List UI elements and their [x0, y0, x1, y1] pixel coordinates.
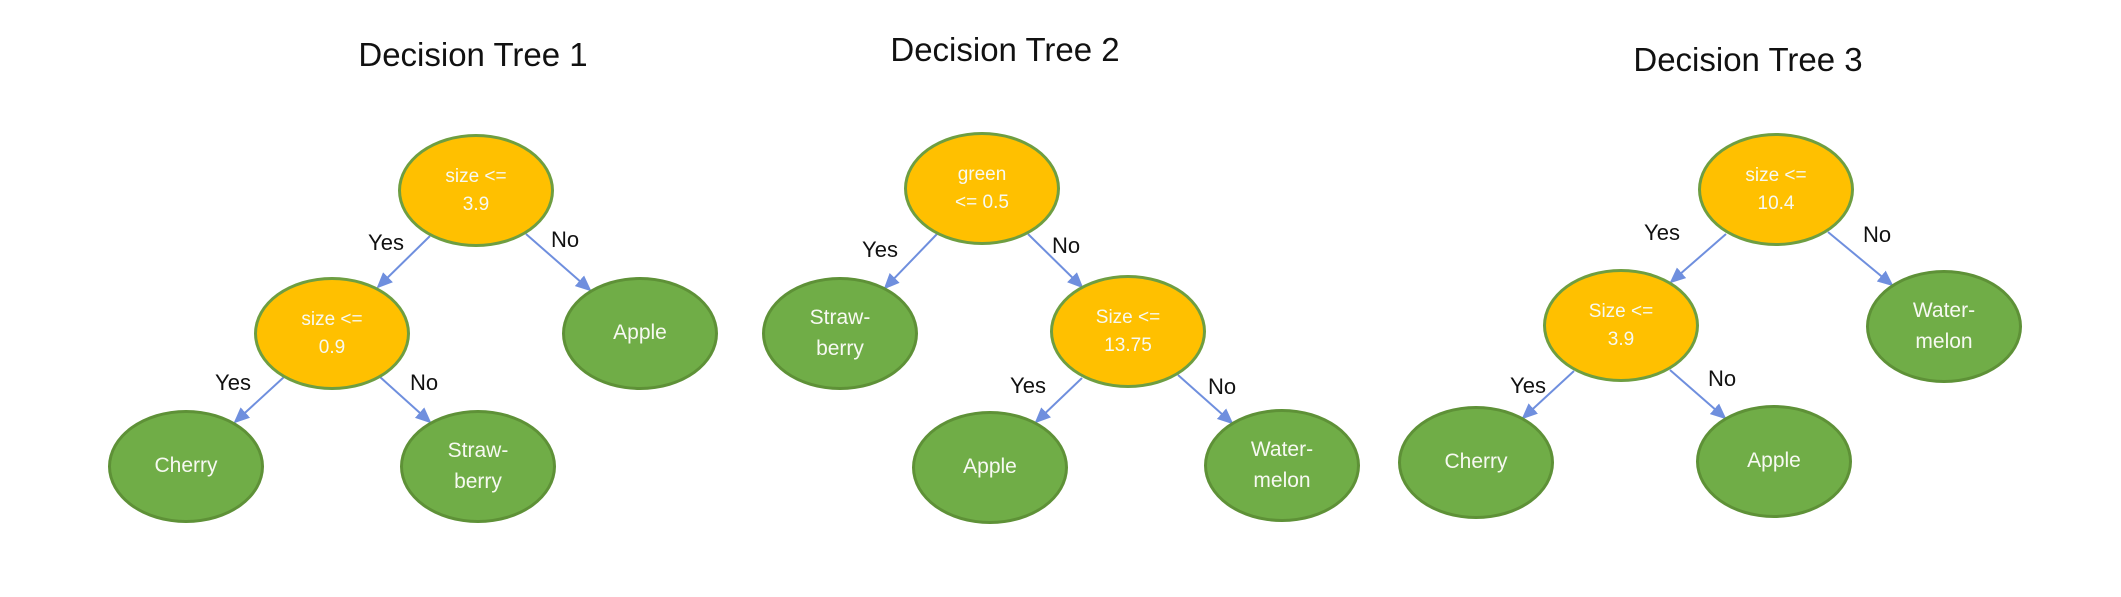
tree2-child-yes-edge-label: Yes — [1010, 373, 1046, 398]
tree2-child-yes-node: Straw- berry — [762, 277, 918, 390]
tree2-child-no-edge-label: No — [1207, 374, 1237, 399]
tree1-child-no-label: Apple — [613, 321, 667, 345]
tree1-child-yes-label: size <= 0.9 — [301, 308, 363, 358]
tree3-root-label: size <= 10.4 — [1745, 164, 1807, 214]
tree1-grandchild-no-label: Straw- berry — [447, 439, 509, 493]
tree3-grandchild-no-label: Apple — [1747, 449, 1801, 473]
tree2-child-yes-label: Straw- berry — [809, 306, 871, 360]
tree2-root-node: green <= 0.5 — [904, 132, 1060, 245]
tree2-grandchild-yes-node: Apple — [912, 411, 1068, 524]
tree3-child-no-label: Water- melon — [1912, 299, 1976, 353]
tree1-root-node: size <= 3.9 — [398, 134, 554, 247]
tree1-child-yes-edge-label: Yes — [215, 370, 251, 395]
tree1-grandchild-yes-label: Cherry — [154, 454, 218, 478]
tree2-title: Decision Tree 2 — [890, 31, 1120, 68]
tree3-grandchild-yes-label: Cherry — [1444, 450, 1508, 474]
tree2-grandchild-yes-label: Apple — [963, 455, 1017, 479]
tree1-root-label: size <= 3.9 — [445, 165, 507, 215]
tree2-child-no-node: Size <= 13.75 — [1050, 275, 1206, 388]
tree3-child-yes-node: Size <= 3.9 — [1543, 269, 1699, 382]
tree1-child-no-node: Apple — [562, 277, 718, 390]
tree3-grandchild-yes-node: Cherry — [1398, 406, 1554, 519]
tree1-root-no-edge-label: No — [550, 227, 580, 252]
tree1-child-yes-node: size <= 0.9 — [254, 277, 410, 390]
tree2-root-yes-edge-label: Yes — [862, 237, 898, 262]
tree3-root-no-edge-label: No — [1862, 222, 1892, 247]
tree3-child-no-node: Water- melon — [1866, 270, 2022, 383]
tree1-title: Decision Tree 1 — [358, 36, 588, 73]
tree1-child-no-edge-label: No — [409, 370, 439, 395]
tree1-root-yes-edge-label: Yes — [368, 230, 404, 255]
tree2-root-no-edge-label: No — [1051, 233, 1081, 258]
tree1-grandchild-no-node: Straw- berry — [400, 410, 556, 523]
tree3-grandchild-no-node: Apple — [1696, 405, 1852, 518]
tree3-child-yes-label: Size <= 3.9 — [1588, 300, 1654, 350]
tree3-root-node: size <= 10.4 — [1698, 133, 1854, 246]
tree1-grandchild-yes-node: Cherry — [108, 410, 264, 523]
tree3-child-no-edge-label: No — [1707, 366, 1737, 391]
tree3-child-yes-edge-label: Yes — [1510, 373, 1546, 398]
tree2-grandchild-no-node: Water- melon — [1204, 409, 1360, 522]
tree2-root-label: green <= 0.5 — [955, 163, 1009, 213]
tree2-child-no-label: Size <= 13.75 — [1095, 306, 1161, 356]
tree3-root-yes-edge-label: Yes — [1644, 220, 1680, 245]
tree3-title: Decision Tree 3 — [1633, 41, 1863, 78]
tree2-grandchild-no-label: Water- melon — [1250, 438, 1314, 492]
